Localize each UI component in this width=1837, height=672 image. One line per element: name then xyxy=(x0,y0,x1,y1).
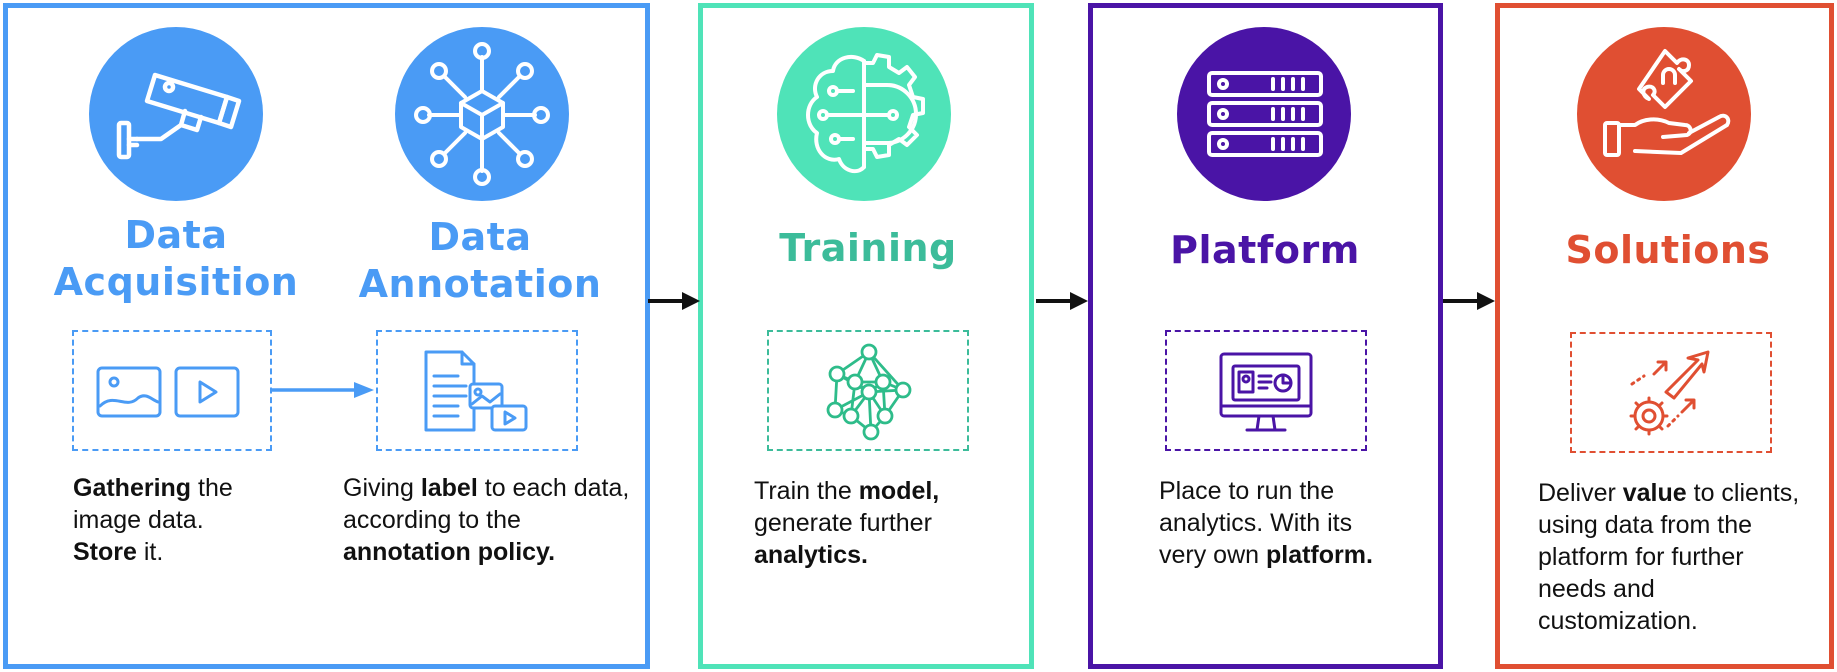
acquisition-desc-bold2: Store xyxy=(73,538,137,566)
annotation-document-box xyxy=(376,330,578,451)
acquisition-title-line1: Data xyxy=(124,213,228,257)
annotation-title-line1: Data xyxy=(428,215,532,259)
annotation-desc-text1: Giving xyxy=(343,474,421,502)
panel-solutions xyxy=(1495,3,1834,669)
platform-description: Place to run the analytics. With its ver… xyxy=(1159,475,1399,571)
training-network-box xyxy=(767,330,969,451)
annotation-circle xyxy=(395,27,569,201)
platform-desc-text1: Place to run the analytics. With its ver… xyxy=(1159,477,1353,569)
annotation-desc-bold1: label xyxy=(420,474,478,502)
platform-circle xyxy=(1177,27,1351,201)
solutions-growth-box xyxy=(1570,332,1772,453)
annotation-title: Data Annotation xyxy=(340,214,620,308)
hand-puzzle-icon xyxy=(1603,49,1731,157)
annotation-desc-text2: to each data, according to the xyxy=(343,474,630,534)
arrow-to-platform xyxy=(1036,292,1088,310)
annotation-description: Giving label to each data, according to … xyxy=(343,472,633,568)
server-rack-icon xyxy=(1207,71,1323,157)
solutions-description: Deliver value to clients, using data fro… xyxy=(1538,477,1808,637)
platform-monitor-box xyxy=(1165,330,1367,451)
training-desc-text1: Train the xyxy=(754,477,859,505)
image-video-icon xyxy=(96,366,240,418)
acquisition-title-line2: Acquisition xyxy=(53,260,299,304)
acquisition-media-box xyxy=(72,330,272,451)
document-media-icon xyxy=(424,350,528,432)
platform-desc-bold1: platform. xyxy=(1265,541,1373,569)
acquisition-desc-text1: the image data. xyxy=(73,474,233,534)
neural-network-icon xyxy=(826,343,912,441)
solutions-desc-bold1: value xyxy=(1622,479,1687,507)
arrow-to-solutions xyxy=(1443,292,1495,310)
solutions-desc-text1: Deliver xyxy=(1538,479,1623,507)
solutions-title: Solutions xyxy=(1565,228,1771,272)
panel-data-collection xyxy=(3,3,650,669)
acquisition-desc-bold1: Gathering xyxy=(73,474,192,502)
training-desc-bold1: model, xyxy=(858,477,940,505)
training-desc-bold2: analytics. xyxy=(754,541,868,569)
brain-gear-icon xyxy=(806,53,925,174)
panel-training xyxy=(698,3,1034,669)
solutions-circle xyxy=(1577,27,1751,201)
platform-title: Platform xyxy=(1170,228,1360,272)
acquisition-title: Data Acquisition xyxy=(40,212,312,306)
arrow-to-training xyxy=(648,292,700,310)
solutions-desc-text2: to clients, using data from the platform… xyxy=(1538,479,1800,635)
panel-platform xyxy=(1088,3,1443,669)
training-description: Train the model, generate further analyt… xyxy=(754,475,994,571)
security-camera-icon xyxy=(116,72,242,160)
acquisition-to-annotation-arrow xyxy=(272,382,374,398)
training-title: Training xyxy=(779,226,957,270)
gear-growth-arrow-icon xyxy=(1629,350,1710,436)
training-desc-text2: generate further xyxy=(754,509,932,537)
acquisition-circle xyxy=(89,27,263,201)
monitor-dashboard-icon xyxy=(1219,352,1313,432)
annotation-desc-bold2: annotation policy. xyxy=(343,538,556,566)
training-circle xyxy=(777,27,951,201)
network-cube-icon xyxy=(414,42,550,186)
acquisition-desc-text2: it. xyxy=(136,538,164,566)
annotation-title-line2: Annotation xyxy=(358,262,602,306)
acquisition-description: Gathering the image data. Store it. xyxy=(73,472,293,568)
